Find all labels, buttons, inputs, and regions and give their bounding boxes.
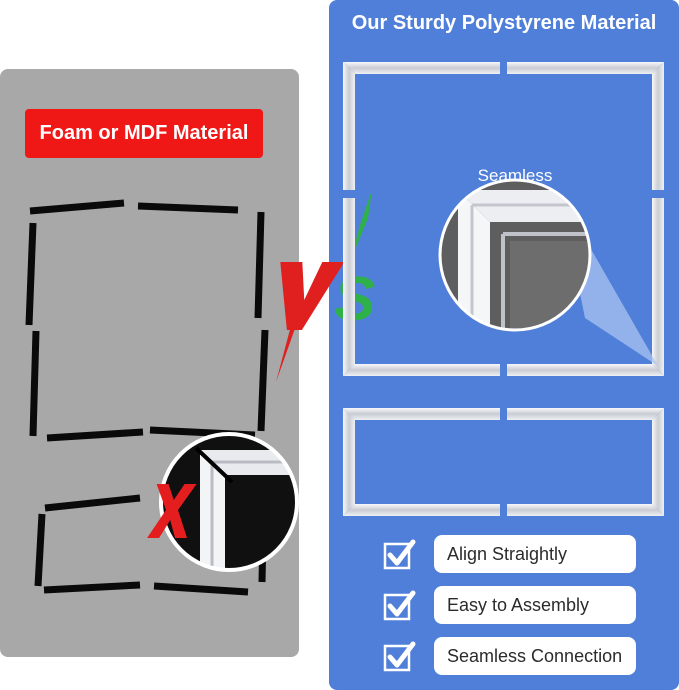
seamless-frame-lower xyxy=(343,408,664,516)
check-icon xyxy=(382,538,416,572)
foam-mdf-label: Foam or MDF Material xyxy=(25,109,263,158)
gap-zoom-circle xyxy=(159,432,299,572)
check-icon xyxy=(382,640,416,674)
red-x-icon xyxy=(147,484,197,538)
feature-seamless-connection: Seamless Connection xyxy=(434,637,636,675)
polystyrene-title: Our Sturdy Polystyrene Material xyxy=(351,12,657,34)
polystyrene-panel xyxy=(329,0,679,690)
feature-align-straightly: Align Straightly xyxy=(434,535,636,573)
feature-easy-assembly: Easy to Assembly xyxy=(434,586,636,624)
seamless-zoom-label: Seamless xyxy=(477,166,553,185)
seamless-frame-upper xyxy=(343,62,664,376)
check-icon xyxy=(382,589,416,623)
vs-icon: S xyxy=(276,190,375,382)
seamless-zoom-circle xyxy=(438,178,592,332)
